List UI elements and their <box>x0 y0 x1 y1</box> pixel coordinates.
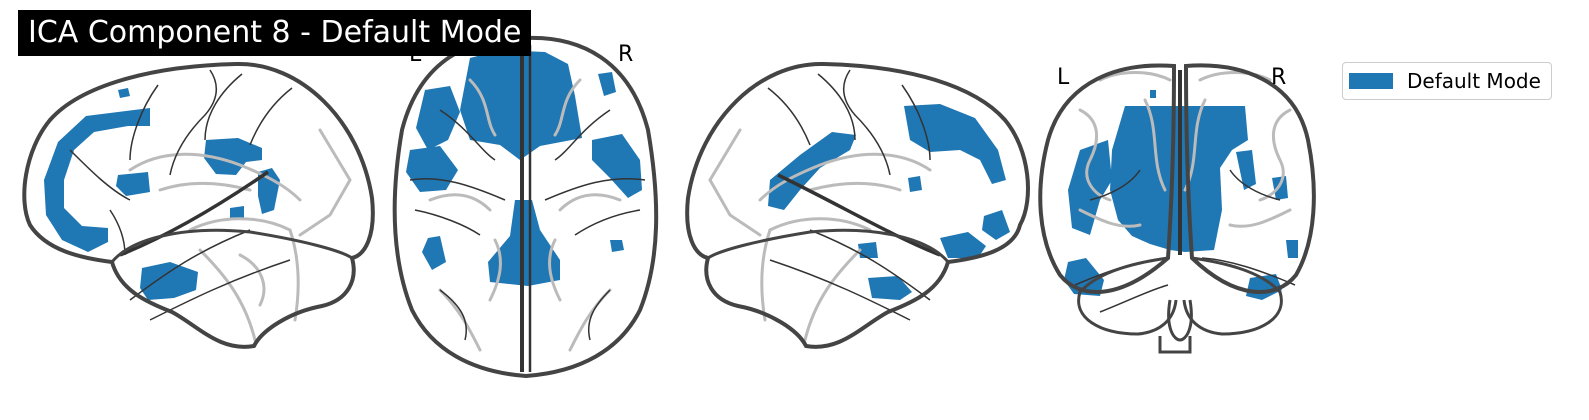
activation-right-cingulate-arc <box>904 104 1006 184</box>
sagittal-right-temporal-edge <box>707 228 950 263</box>
activation-coronal-right-edge <box>1272 176 1288 200</box>
activation-left-lateral-parietal <box>406 146 458 192</box>
axial-right-label: R <box>618 42 634 67</box>
activation-precuneus <box>204 138 262 175</box>
coronal-view <box>1038 63 1316 354</box>
coronal-cerebellum-right <box>1182 256 1283 336</box>
activation-cingulate-arc <box>44 108 150 252</box>
coronal-right-label: R <box>1271 65 1287 90</box>
activation-coronal-left-lateral <box>1068 140 1112 235</box>
activation-right-frontal <box>598 72 616 96</box>
activation-mid-cluster <box>116 172 150 196</box>
coronal-folds <box>1078 71 1292 228</box>
sagittal-left-outline <box>22 61 375 349</box>
sagittal-right-outline <box>685 61 1030 349</box>
activation-angular <box>258 168 280 214</box>
axial-sulci <box>409 109 646 341</box>
activation-left-occipital <box>422 236 446 270</box>
sylvian-fissure <box>119 170 269 257</box>
legend-swatch <box>1349 73 1393 89</box>
sagittal-left-sulci <box>69 69 293 321</box>
activation-right-frontal-pole <box>982 210 1010 240</box>
legend-label: Default Mode <box>1407 69 1541 93</box>
activation-right-temporal-inferior <box>868 276 912 300</box>
coronal-cerebrum-left <box>1038 63 1177 294</box>
sagittal-left-activations <box>44 88 280 300</box>
sagittal-right-sulci <box>767 69 931 321</box>
activation-right-lateral-parietal <box>592 134 642 198</box>
sagittal-left-view <box>22 61 375 349</box>
activation-left-lateral-frontal <box>416 86 460 150</box>
activation-coronal-top-dot <box>1150 90 1156 98</box>
activation-right-temporal-mid <box>858 242 878 258</box>
axial-outline <box>392 35 659 379</box>
coronal-left-label: L <box>1057 65 1070 90</box>
figure-title: ICA Component 8 - Default Mode <box>18 10 532 56</box>
activation-frontal-dot <box>118 88 130 98</box>
activation-coronal-right-lateral <box>1236 150 1256 190</box>
axial-left-label: L <box>409 42 422 67</box>
sagittal-left-temporal-edge <box>110 228 353 263</box>
activation-small-post <box>230 206 244 220</box>
sagittal-right-activations <box>768 104 1010 300</box>
activation-temporal <box>140 262 198 300</box>
activation-right-occipital <box>610 240 624 252</box>
coronal-cerebrum-right <box>1183 63 1316 294</box>
sagittal-left-folds <box>128 128 352 342</box>
activation-coronal-right-low <box>1286 240 1298 258</box>
activation-right-angular <box>908 176 922 192</box>
activation-right-temporal-anterior <box>940 232 986 258</box>
coronal-brainstem <box>1158 299 1193 354</box>
axial-view <box>392 35 659 379</box>
sagittal-right-view <box>685 61 1030 349</box>
coronal-cerebellum-left <box>1077 256 1178 336</box>
sagittal-right-fissure <box>777 173 941 257</box>
legend: Default Mode <box>1342 62 1552 100</box>
activation-right-precuneus <box>768 132 856 210</box>
